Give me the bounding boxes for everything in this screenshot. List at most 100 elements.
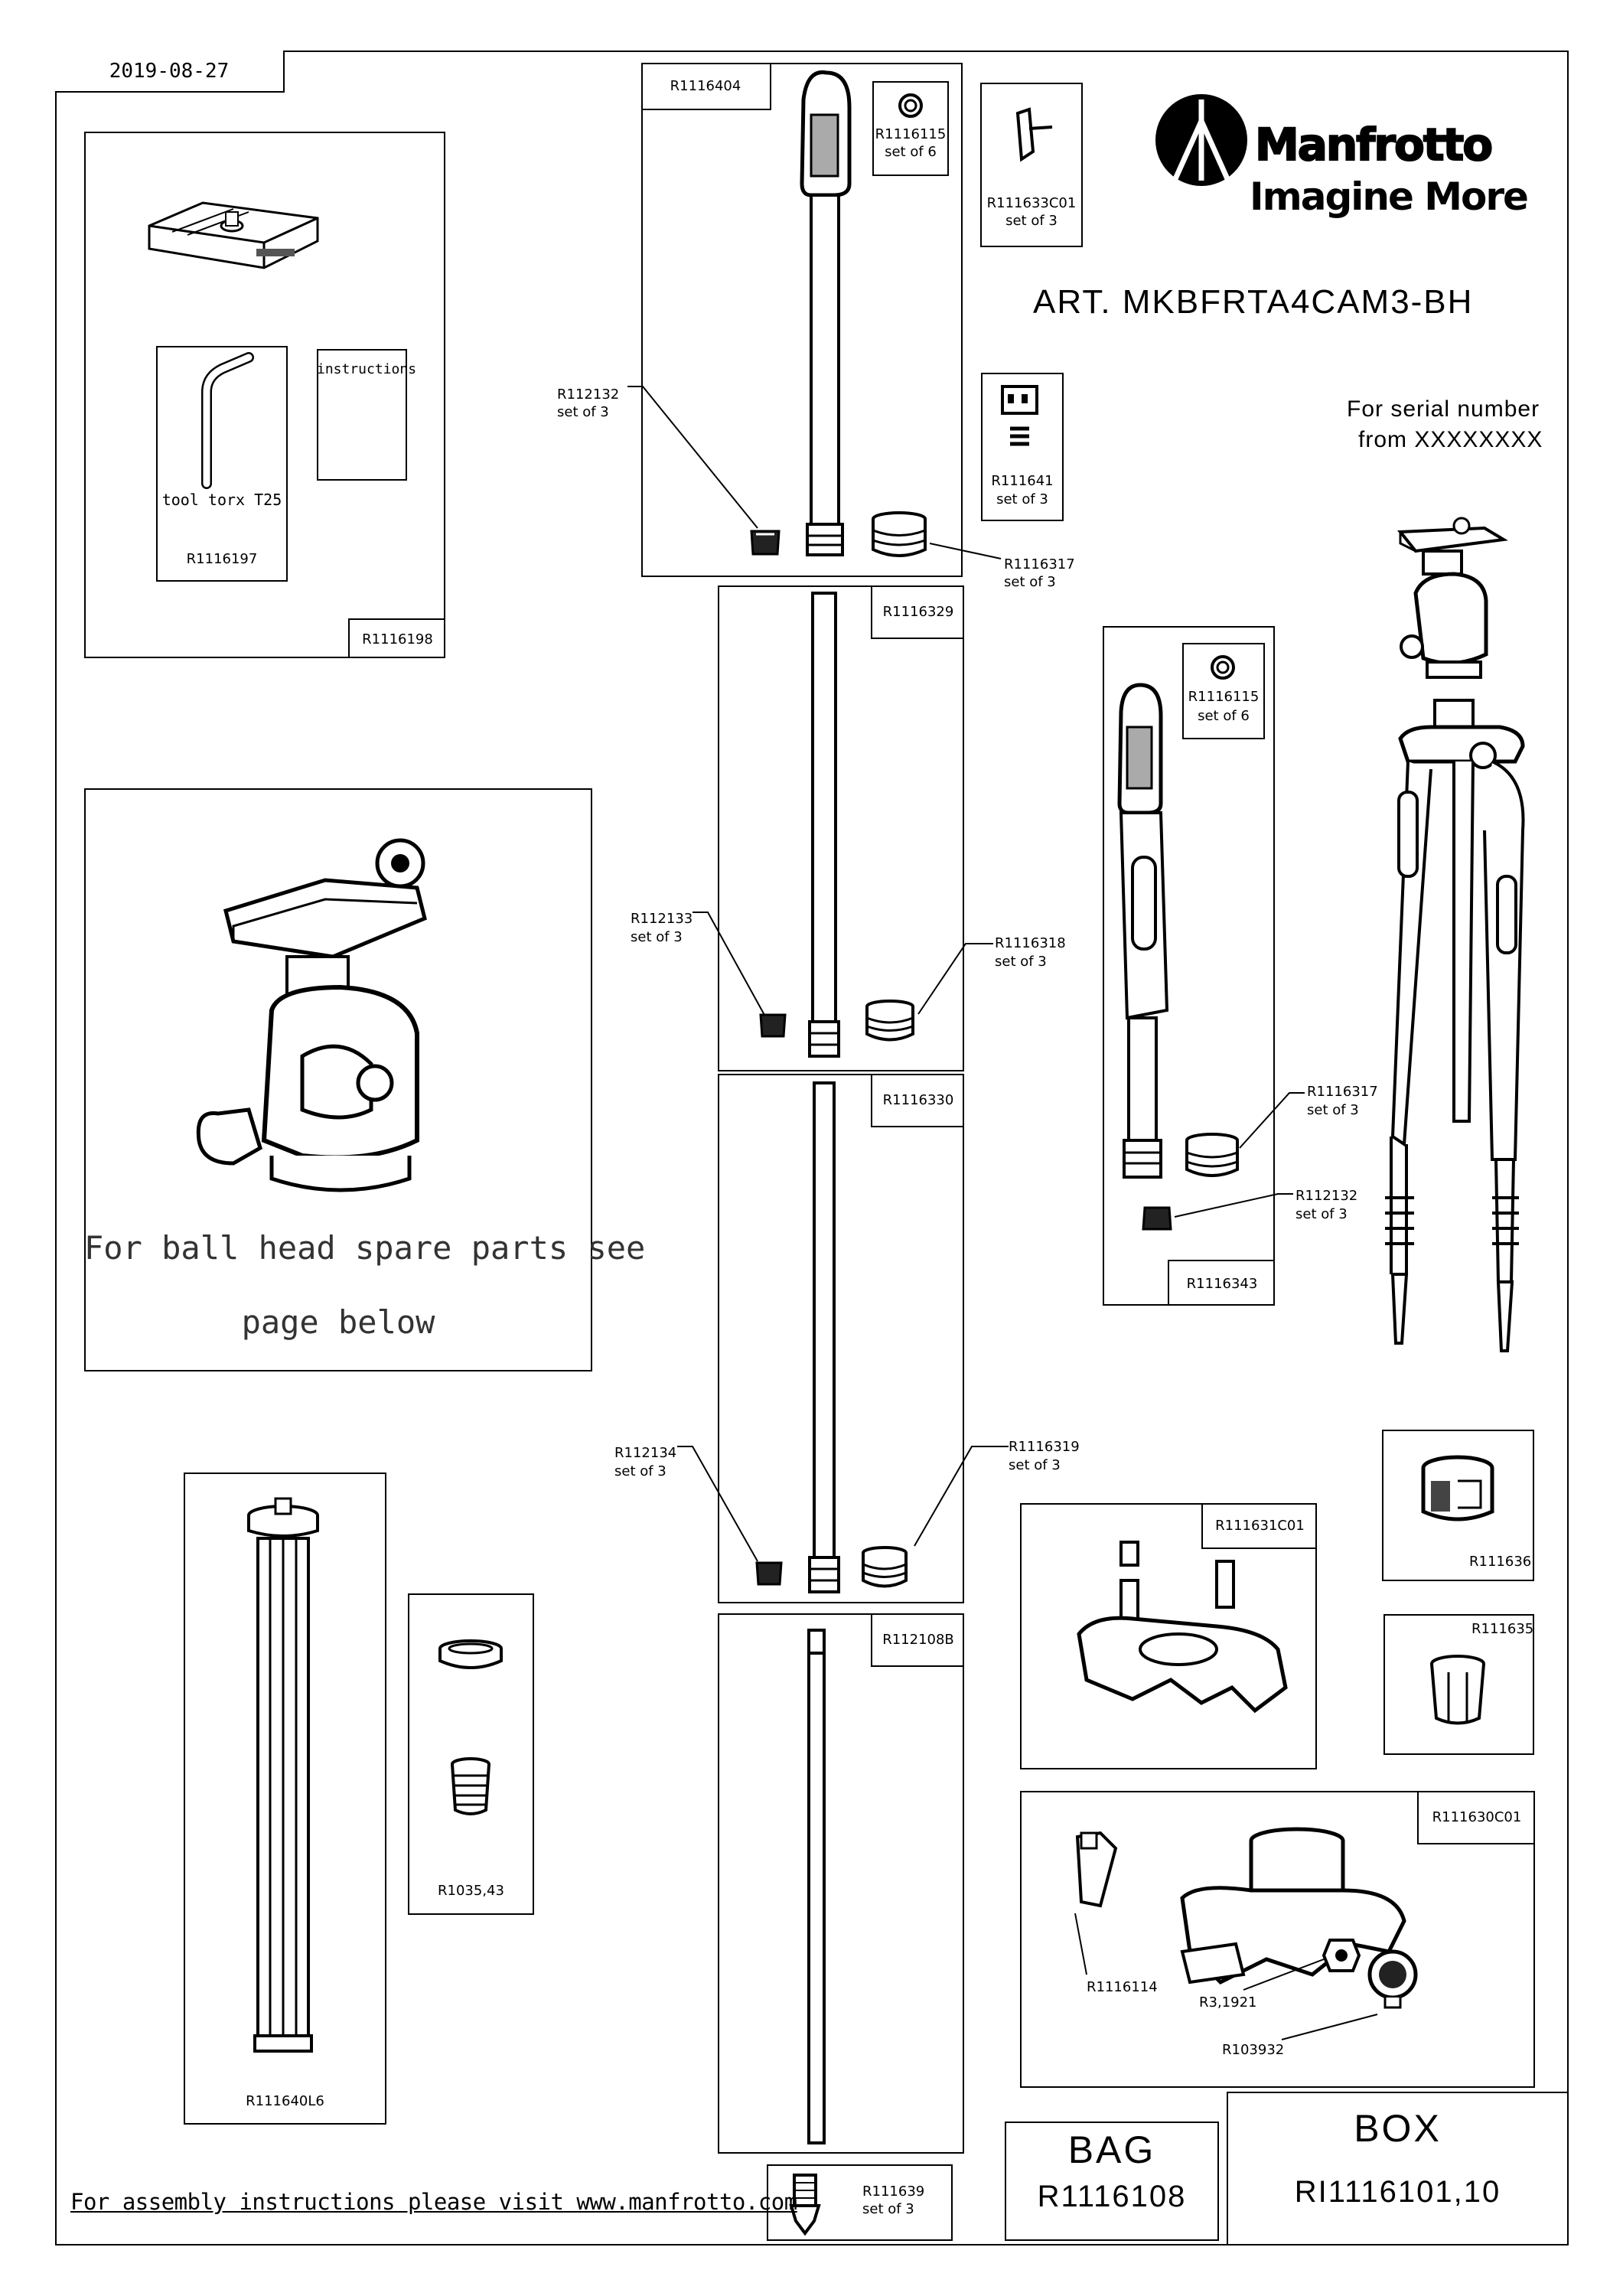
collar-icon [1421,1455,1494,1521]
sheet-frame [55,51,1569,2245]
top-casting-code: R111630C01 [1417,1791,1535,1844]
tool-code: R1116197 [186,551,258,567]
quick-release-plate-icon [148,201,319,269]
spike-icon [789,2174,821,2236]
column-ring-icon [438,1639,503,1669]
top-casting-icon [1180,1827,1406,1985]
column-code: R111640L6 [246,2093,324,2109]
cap-box [872,81,949,176]
date-box: 2019-08-27 [55,51,285,93]
leg-4-tube-icon [807,1629,826,2144]
leg-alt-code: R1116343 [1168,1260,1275,1306]
foot-upper-code: R112132 [557,386,620,403]
ring-alt-code: R1116317 [1307,1084,1378,1100]
tripod-illustration [1385,517,1525,1352]
leg-3-code: R1116330 [871,1074,964,1127]
lock-icon [1001,385,1038,446]
foot-2-code: R112133 [631,911,693,927]
ring-3-code: R1116319 [1009,1439,1080,1455]
lock-cap-code: R103932 [1222,2042,1285,2058]
foot-alt-code: R112132 [1295,1188,1358,1204]
ring-2-qty: set of 3 [995,954,1047,970]
spike-code: R111639 [862,2183,925,2200]
knob-code: R3,1921 [1199,1994,1257,2011]
cap-ring-icon [898,93,923,118]
box-label: BOX [1354,2107,1442,2150]
ring-upper-qty: set of 3 [1004,574,1056,590]
date-label: 2019-08-27 [109,60,230,83]
lever-icon [1015,107,1053,162]
article-number: ART. MKBFRTA4CAM3-BH [1033,283,1474,321]
latch-icon [1075,1831,1118,1908]
lock-qty: set of 3 [996,491,1048,507]
footer-link[interactable]: For assembly instructions please visit w… [70,2189,797,2215]
accessory-box-code: R1116198 [348,618,445,658]
lock-cap-icon [1367,1949,1418,2009]
foot-2-icon [759,1013,787,1038]
tool-box [156,346,288,582]
center-column-icon [247,1497,319,2053]
foot-upper-icon [750,530,781,556]
box-code: RI1116101,10 [1294,2175,1501,2209]
leg-3-tube-icon [808,1081,840,1593]
brand-name: Manfrotto [1254,118,1494,171]
ring-alt-qty: set of 3 [1307,1102,1359,1118]
brand-tagline: Imagine More [1250,174,1529,219]
ring-alt-icon [1185,1133,1239,1177]
leg-upper-code: R1116404 [641,63,771,110]
ball-head-icon [196,838,427,1192]
foot-alt-qty: set of 3 [1295,1206,1348,1222]
ball-head-note-line-2: page below [241,1303,435,1341]
leg-4-box [718,1613,964,2154]
foot-2-qty: set of 3 [631,929,683,945]
serial-line-1: For serial number [1347,396,1540,422]
lock-code: R111641 [991,473,1054,489]
leg-upper-tube-icon [800,70,852,556]
instructions-label: instructions [317,361,417,377]
foot-alt-icon [1142,1206,1172,1231]
knob-icon [1322,1939,1361,1972]
torx-key-icon [201,352,254,489]
column-parts-code: R1035,43 [438,1883,504,1899]
lever-box [980,83,1083,247]
bushing-code: R111635 [1471,1621,1534,1637]
cap-code: R1116115 [875,126,947,142]
serial-line-2: from XXXXXXXX [1358,427,1543,452]
ring-3-qty: set of 3 [1009,1457,1061,1473]
ring-2-icon [865,1000,914,1042]
cap-alt-code: R1116115 [1188,689,1260,705]
spike-qty: set of 3 [862,2201,914,2217]
threaded-insert-icon [451,1757,490,1815]
foot-3-code: R112134 [614,1445,677,1461]
cap-qty: set of 6 [885,144,937,160]
foot-3-icon [755,1561,783,1586]
bag-code: R1116108 [1037,2180,1187,2213]
ring-upper-icon [872,511,927,557]
foot-3-qty: set of 3 [614,1463,666,1479]
manfrotto-logo-icon [1155,94,1247,186]
latch-code: R1116114 [1087,1979,1158,1995]
bag-box [1005,2122,1219,2241]
cap-alt-qty: set of 6 [1198,708,1250,724]
spider-icon [1077,1541,1288,1714]
lock-box [981,373,1064,521]
spider-code: R111631C01 [1201,1503,1317,1549]
lever-code: R111633C01 [986,195,1077,211]
cap-alt-ring-icon [1211,655,1235,680]
lever-qty: set of 3 [1005,213,1058,229]
leg-4-code: R112108B [871,1613,964,1667]
ring-2-code: R1116318 [995,935,1066,951]
leg-3-box [718,1074,964,1603]
leg-2-code: R1116329 [871,585,964,639]
bag-label: BAG [1067,2128,1156,2171]
leg-alt-tube-icon [1117,683,1169,1179]
leg-2-box [718,585,964,1071]
instructions-box [317,349,407,481]
bushing-icon [1430,1655,1485,1725]
cap-alt-box [1182,643,1265,739]
foot-upper-qty: set of 3 [557,404,609,420]
